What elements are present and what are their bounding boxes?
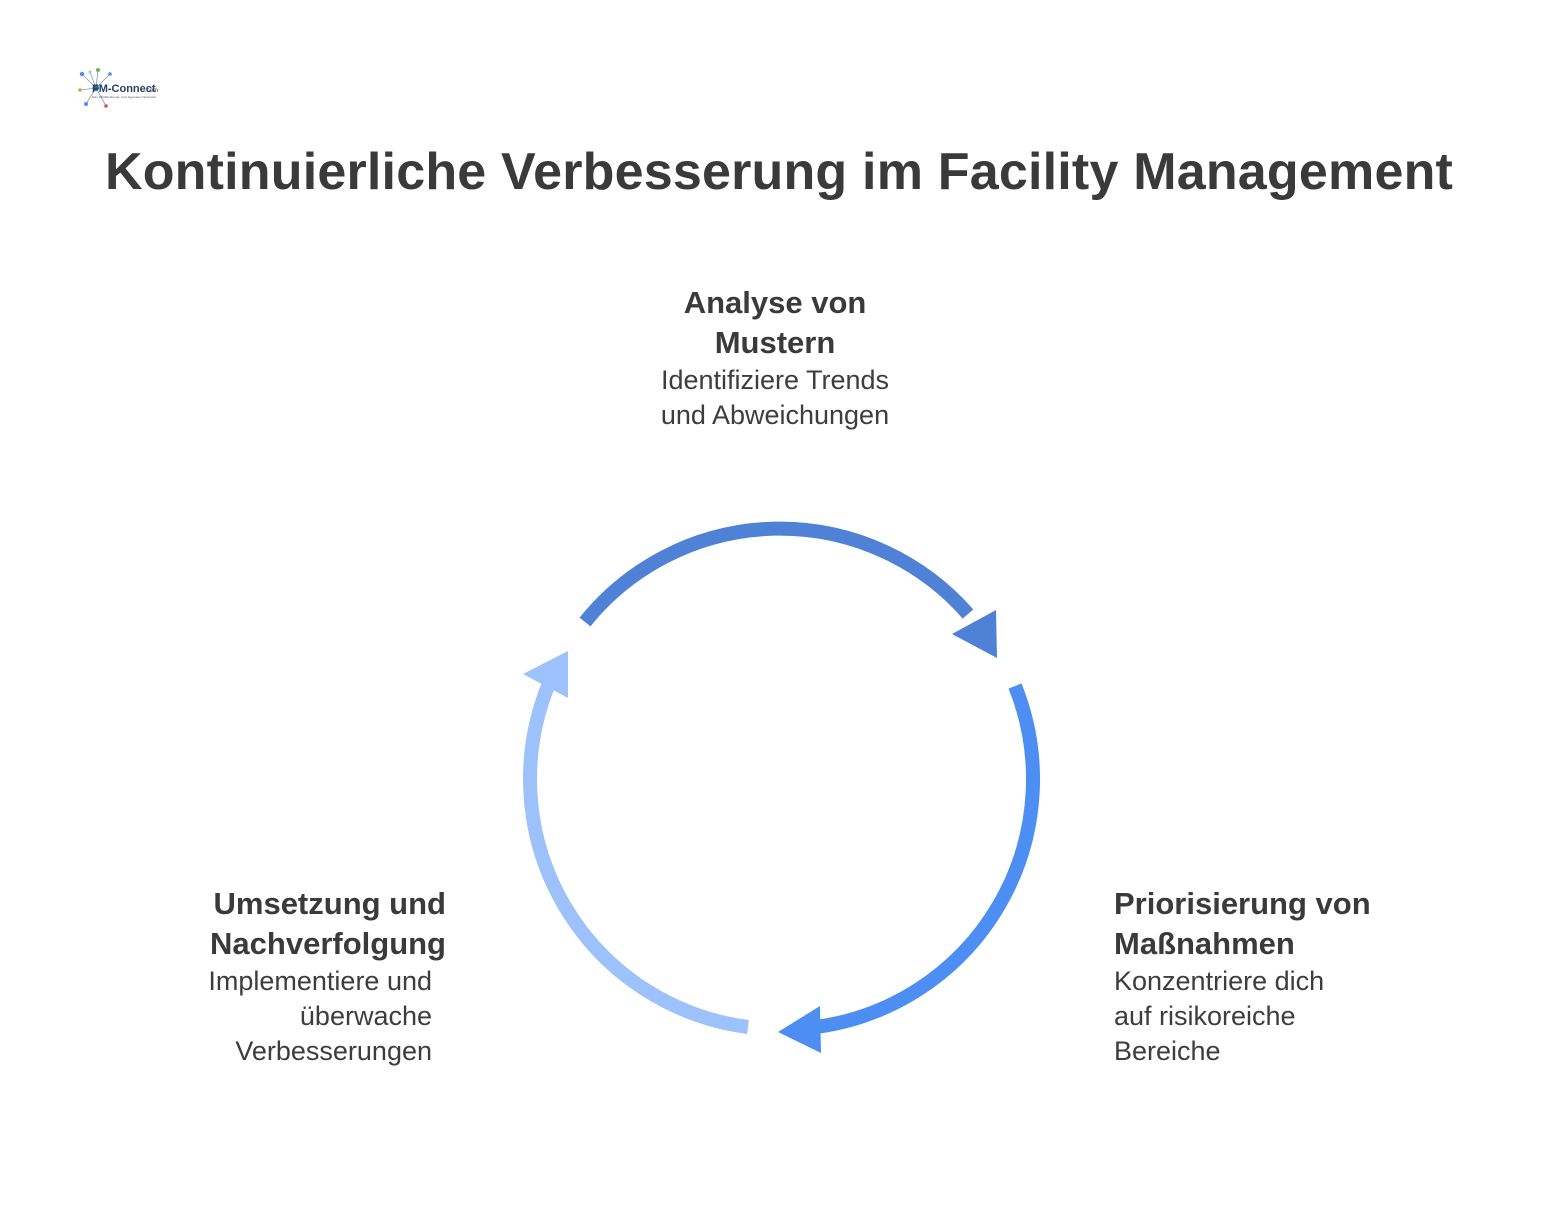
logo-wordmark: FM-Connect <box>92 83 156 95</box>
step-umsetzung: Umsetzung und Nachverfolgung Implementie… <box>150 884 446 1069</box>
step-description: Identifiziere Trends und Abweichungen <box>660 365 890 430</box>
fm-connect-logo: FM-Connect .com Das FM-Beratungs- und In… <box>78 66 162 110</box>
step-analyse: Analyse von Mustern Identifiziere Trends… <box>560 283 990 433</box>
step-description: Konzentriere dich auf risikoreiche Berei… <box>1114 966 1325 1066</box>
cycle-arrowhead-top <box>952 610 997 658</box>
logo-suffix: .com <box>145 88 158 94</box>
step-title: Analyse von Mustern <box>683 285 867 360</box>
page-title: Kontinuierliche Verbesserung im Facility… <box>104 143 1454 201</box>
cycle-arrow-right <box>815 683 1040 1034</box>
step-title: Umsetzung und Nachverfolgung <box>210 886 446 961</box>
step-priorisierung: Priorisierung von Maßnahmen Konzentriere… <box>1114 884 1414 1069</box>
network-nodes-icon <box>78 68 112 108</box>
logo-mark: FM-Connect .com Das FM-Beratungs- und In… <box>78 68 158 108</box>
logo-tagline: Das FM-Beratungs- und Ingenieur-Netzwerk <box>92 95 157 99</box>
cycle-arrowhead-left <box>523 651 568 698</box>
cycle-arrow-left <box>523 683 749 1034</box>
step-description: Implementiere und überwache Verbesserung… <box>208 966 432 1066</box>
cycle-arrow-top <box>579 521 974 627</box>
step-title: Priorisierung von Maßnahmen <box>1114 886 1371 961</box>
cycle-arrowhead-right <box>778 1006 821 1053</box>
cycle-arrows <box>523 521 1040 1053</box>
